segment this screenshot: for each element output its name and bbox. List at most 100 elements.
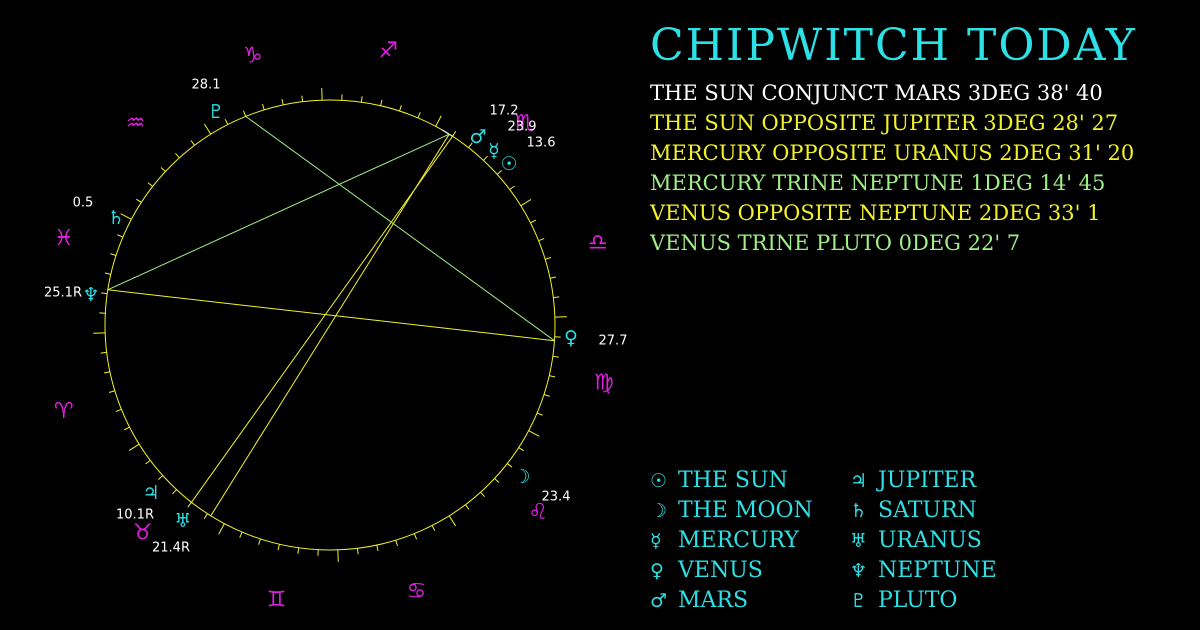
jupiter-icon: ♃ — [142, 482, 159, 504]
tick-mark — [395, 540, 399, 547]
taurus-sign-icon: ♉ — [133, 521, 153, 546]
neptune-icon: ♆ — [850, 560, 868, 582]
tick-mark — [399, 105, 402, 112]
tick-mark — [530, 219, 537, 224]
aries-sign-icon: ♈ — [54, 399, 74, 424]
sign-glyphs: ♑♐♏♎♍♌♋♊♉♈♓♒ — [54, 39, 614, 613]
tick-mark — [448, 515, 457, 527]
legend-label: MARS — [678, 588, 749, 613]
aspect-item: THE SUN CONJUNCT MARS 3DEG 38' 40 — [650, 81, 1103, 105]
tick-mark — [494, 478, 500, 483]
aspect-item: THE SUN OPPOSITE JUPITER 3DEG 28' 27 — [650, 111, 1119, 135]
sagittarius-sign-icon: ♐ — [378, 39, 398, 64]
legend-label: URANUS — [878, 528, 982, 553]
tick-mark — [552, 355, 559, 358]
venus-degree-label: 27.7 — [599, 334, 628, 349]
tick-mark — [553, 296, 560, 299]
tick-mark — [157, 475, 164, 480]
tick-mark — [243, 110, 247, 117]
planet-glyphs: ♂17.2☿23.9☉13.6♇28.1♄0.5♆25.1R♀27.7☽23.4… — [44, 78, 627, 556]
uranus-icon: ♅ — [850, 530, 868, 552]
tick-mark — [100, 351, 107, 354]
sun-icon: ☉ — [650, 470, 668, 492]
tick-mark — [518, 447, 525, 452]
legend-label: JUPITER — [878, 468, 977, 493]
tick-mark — [536, 412, 543, 416]
tick-mark — [480, 491, 485, 498]
page-title: CHIPWITCH TODAY — [650, 20, 1137, 71]
pisces-sign-icon: ♓ — [54, 226, 74, 251]
aspect-item: MERCURY OPPOSITE URANUS 2DEG 31' 20 — [650, 141, 1135, 165]
aspect-item: MERCURY TRINE NEPTUNE 1DEG 14' 45 — [650, 171, 1106, 195]
tick-mark — [120, 213, 132, 220]
legend-item-pluto: ♇PLUTO — [850, 586, 997, 616]
tick-mark — [528, 430, 540, 437]
legend-item-sun: ☉THE SUN — [650, 466, 813, 496]
tick-mark — [160, 167, 166, 172]
tick-mark — [360, 96, 363, 103]
mars-icon: ♂ — [469, 126, 486, 148]
legend-item-mars: ♂ MARS — [650, 586, 813, 616]
zodiac-circle — [104, 99, 556, 551]
legend-column: ☉THE SUN ☽THE MOON ☿MERCURY ♀VENUS ♂MARS — [650, 466, 813, 616]
tick-mark — [175, 152, 180, 159]
uranus-icon: ♅ — [174, 510, 191, 532]
tick-mark — [545, 256, 552, 260]
aspect-line-sun-jupiter — [191, 136, 453, 503]
venus-icon: ♀ — [650, 560, 664, 582]
capricorn-sign-icon: ♑ — [243, 43, 263, 68]
tick-mark — [496, 170, 503, 175]
tick-mark — [128, 443, 140, 452]
tick-mark — [468, 142, 473, 149]
sun-degree-label: 13.6 — [527, 136, 556, 151]
aspect-list: THE SUN CONJUNCT MARS 3DEG 38' 40 THE SU… — [650, 78, 1134, 258]
jupiter-icon: ♃ — [850, 470, 868, 492]
tick-mark — [103, 371, 111, 374]
cancer-sign-icon: ♋ — [407, 579, 427, 604]
aspect-item: VENUS OPPOSITE NEPTUNE 2DEG 33' 1 — [650, 201, 1101, 225]
virgo-sign-icon: ♍ — [594, 371, 614, 396]
tick-mark — [538, 238, 545, 242]
mars-icon: ♂ — [650, 590, 668, 612]
moon-icon: ☽ — [513, 466, 530, 488]
sun-icon: ☉ — [500, 153, 517, 175]
aquarius-sign-icon: ♒ — [126, 111, 146, 136]
pluto-degree-label: 28.1 — [192, 78, 221, 93]
legend-item-jupiter: ♃ JUPITER — [850, 466, 997, 496]
legend-item-uranus: ♅ URANUS — [850, 526, 997, 556]
mercury-icon: ☿ — [488, 140, 500, 162]
tick-marks — [93, 88, 567, 562]
tick-mark — [110, 253, 117, 256]
tick-mark — [261, 103, 265, 110]
aspect-line-sun-mars — [442, 129, 453, 137]
saturn-degree-label: 0.5 — [73, 196, 94, 211]
pluto-icon: ♇ — [207, 101, 224, 123]
saturn-icon: ♄ — [107, 207, 124, 229]
tick-mark — [543, 394, 550, 397]
legend-label: NEPTUNE — [878, 558, 997, 583]
legend-label: SATURN — [878, 498, 977, 523]
venus-icon: ♀ — [564, 327, 578, 349]
tick-mark — [431, 525, 436, 532]
tick-mark — [115, 408, 122, 412]
tick-mark — [281, 98, 284, 106]
tick-mark — [203, 123, 212, 135]
neptune-icon: ♆ — [82, 284, 99, 306]
tick-mark — [465, 504, 470, 510]
tick-mark — [135, 198, 142, 203]
tick-mark — [108, 390, 115, 394]
tick-mark — [123, 426, 130, 431]
tick-mark — [224, 118, 229, 125]
legend-item-saturn: ♄SATURN — [850, 496, 997, 526]
tick-mark — [147, 182, 154, 187]
moon-degree-label: 23.4 — [542, 490, 571, 505]
aspect-line-mercury-uranus — [210, 133, 450, 517]
libra-sign-icon: ♎ — [588, 231, 608, 256]
tick-mark — [435, 115, 442, 127]
tick-mark — [301, 95, 304, 102]
tick-mark — [452, 130, 457, 137]
tick-mark — [509, 185, 515, 190]
tick-mark — [101, 292, 108, 295]
mercury-degree-label: 23.9 — [508, 120, 537, 135]
tick-mark — [117, 234, 124, 238]
